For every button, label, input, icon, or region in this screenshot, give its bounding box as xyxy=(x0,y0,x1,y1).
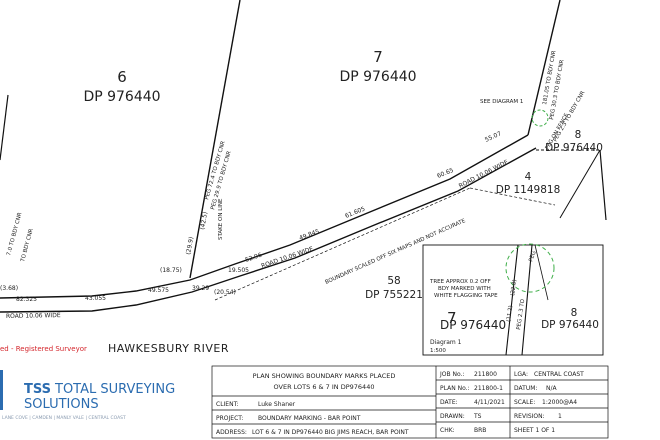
chk-value: BRB xyxy=(474,427,486,434)
lot-7-number: 7 xyxy=(373,48,383,66)
lot-58-dp: DP 755221 xyxy=(365,289,423,301)
diagram-scale: 1:500 xyxy=(430,348,446,354)
road-south-edge xyxy=(0,147,537,313)
lot-6-dp: DP 976440 xyxy=(83,89,160,105)
lot-8-dp: DP 976440 xyxy=(545,142,603,154)
dim-42-5: (42.5) xyxy=(199,211,209,230)
dim-20-54: (20.54) xyxy=(214,289,236,296)
surveyor-label: ed - Registered Surveyor xyxy=(0,345,87,353)
drawn-label: DRAWN: xyxy=(440,413,465,420)
diagram-lot-7-number: 7 xyxy=(447,309,457,327)
dim-19-505: 19.505 xyxy=(228,267,249,274)
dim-55-07: 55.07 xyxy=(484,130,503,144)
lot-4-number: 4 xyxy=(525,171,532,183)
dim-18-75: (18.75) xyxy=(160,267,182,274)
lot-58-number: 58 xyxy=(387,275,400,287)
datum-value: N/A xyxy=(546,385,558,392)
diagram-dim-22: (22.0) xyxy=(510,279,518,296)
diagram-tree-note-1: TREE APPROX 0.2 OFF xyxy=(429,279,491,285)
lot-8-east-boundary xyxy=(599,149,607,221)
address-value: LOT 6 & 7 IN DP976440 BIG JIMS REACH, BA… xyxy=(252,429,409,436)
project-label: PROJECT: xyxy=(216,415,243,422)
diagram-dim-11-2: (11.2) xyxy=(506,305,514,322)
tree-symbol-diagram xyxy=(505,243,555,293)
dim-49-845: 49.845 xyxy=(298,228,320,242)
logo-line-2: SOLUTIONS xyxy=(24,397,99,412)
lot-8-number: 8 xyxy=(575,129,582,141)
lot-4-dp: DP 1149818 xyxy=(496,184,561,196)
dim-49-575: 49.575 xyxy=(148,287,169,294)
title-block xyxy=(211,365,609,439)
company-logo: TSS TOTAL SURVEYING SOLUTIONS LANE COVE … xyxy=(0,370,175,421)
scale-label: SCALE: xyxy=(514,399,535,406)
job-no-value: 211800 xyxy=(474,371,497,378)
dim-43-055: 43.055 xyxy=(85,295,106,302)
scaled-boundary-line xyxy=(214,187,471,301)
diagram-1-lines xyxy=(505,244,549,356)
lot-6-number: 6 xyxy=(117,68,127,86)
tree-symbol-plan xyxy=(531,109,549,127)
revision-value: 1 xyxy=(558,413,562,420)
lot-7-8-boundary xyxy=(527,0,561,136)
dim-39-29: 39.29 xyxy=(192,285,209,292)
scale-value: 1:2000@A4 xyxy=(542,399,577,406)
logo-line-1: TOTAL SURVEYING xyxy=(54,382,175,397)
project-value: BOUNDARY MARKING - BAR POINT xyxy=(258,415,361,422)
lga-label: LGA: xyxy=(514,371,528,378)
plan-no-label: PLAN No.: xyxy=(440,385,470,392)
revision-label: REVISION: xyxy=(514,413,545,420)
diagram-lot-7-dp: DP 976440 xyxy=(440,318,506,332)
scaled-boundary-line-2 xyxy=(469,187,556,206)
road-label-mid: ROAD 10.06 WIDE xyxy=(260,245,314,269)
plan-no-value: 211800-1 xyxy=(474,385,503,392)
diagram-1-box xyxy=(422,244,604,356)
lot-6-7-boundary xyxy=(189,0,241,279)
sheet-label: SHEET 1 OF 1 xyxy=(514,427,555,434)
datum-label: DATUM: xyxy=(514,385,537,392)
diagram-lot-8-dp: DP 976440 xyxy=(541,319,599,331)
dim-3-68: (3.68) xyxy=(0,285,18,292)
plan-title-line-2: OVER LOTS 6 & 7 IN DP976440 xyxy=(274,383,375,391)
lot-boundaries xyxy=(0,0,607,313)
plan-title-line-1: PLAN SHOWING BOUNDARY MARKS PLACED xyxy=(253,372,396,380)
diagram-tree-note-3: WHITE FLAGGING TAPE xyxy=(434,293,498,299)
address-label: ADDRESS: xyxy=(216,429,247,436)
dim-29-9: (29.9) xyxy=(185,236,195,255)
lot-6-west-boundary xyxy=(0,94,9,161)
lot-7-dp: DP 976440 xyxy=(339,69,416,85)
diagram-lot-8-number: 8 xyxy=(571,307,578,319)
diagram-title: Diagram 1 xyxy=(430,339,462,346)
road-north-edge xyxy=(0,134,529,299)
client-label: CLIENT: xyxy=(216,401,239,408)
see-diagram-label: SEE DIAGRAM 1 xyxy=(480,99,523,105)
logo-offices: LANE COVE | CAMDEN | MANLY VALE | CENTRA… xyxy=(2,415,126,421)
road-label-west: ROAD 10.06 WIDE xyxy=(6,312,61,320)
lot-4-boundary-2 xyxy=(559,149,601,219)
date-label: DATE: xyxy=(440,399,458,406)
to-bdy-cnr-a-label: 7.0 TO BDY CNR xyxy=(6,212,23,257)
logo-tss: TSS xyxy=(24,382,51,397)
diagram-tree-note-2: BDY MARKED WITH xyxy=(438,286,491,292)
client-value: Luke Shaner xyxy=(258,401,296,408)
stake-on-line-label: STAKE ON LINE xyxy=(218,198,224,240)
to-bdy-cnr-b-label: TO BDY CNR xyxy=(20,228,35,264)
dim-52-96: 52.96 xyxy=(244,252,263,264)
dim-82-325: 82.325 xyxy=(16,296,37,303)
date-value: 4/11/2021 xyxy=(474,399,505,406)
drawn-value: TS xyxy=(473,413,482,420)
job-no-label: JOB No.: xyxy=(439,371,465,378)
lga-value: CENTRAL COAST xyxy=(534,371,584,378)
river-label: HAWKESBURY RIVER xyxy=(108,342,229,355)
diagram-peg-2-3: PEG 2.3 TO xyxy=(516,298,526,330)
chk-label: CHK: xyxy=(440,427,455,434)
diagram-peg-label: PEG xyxy=(528,250,537,262)
